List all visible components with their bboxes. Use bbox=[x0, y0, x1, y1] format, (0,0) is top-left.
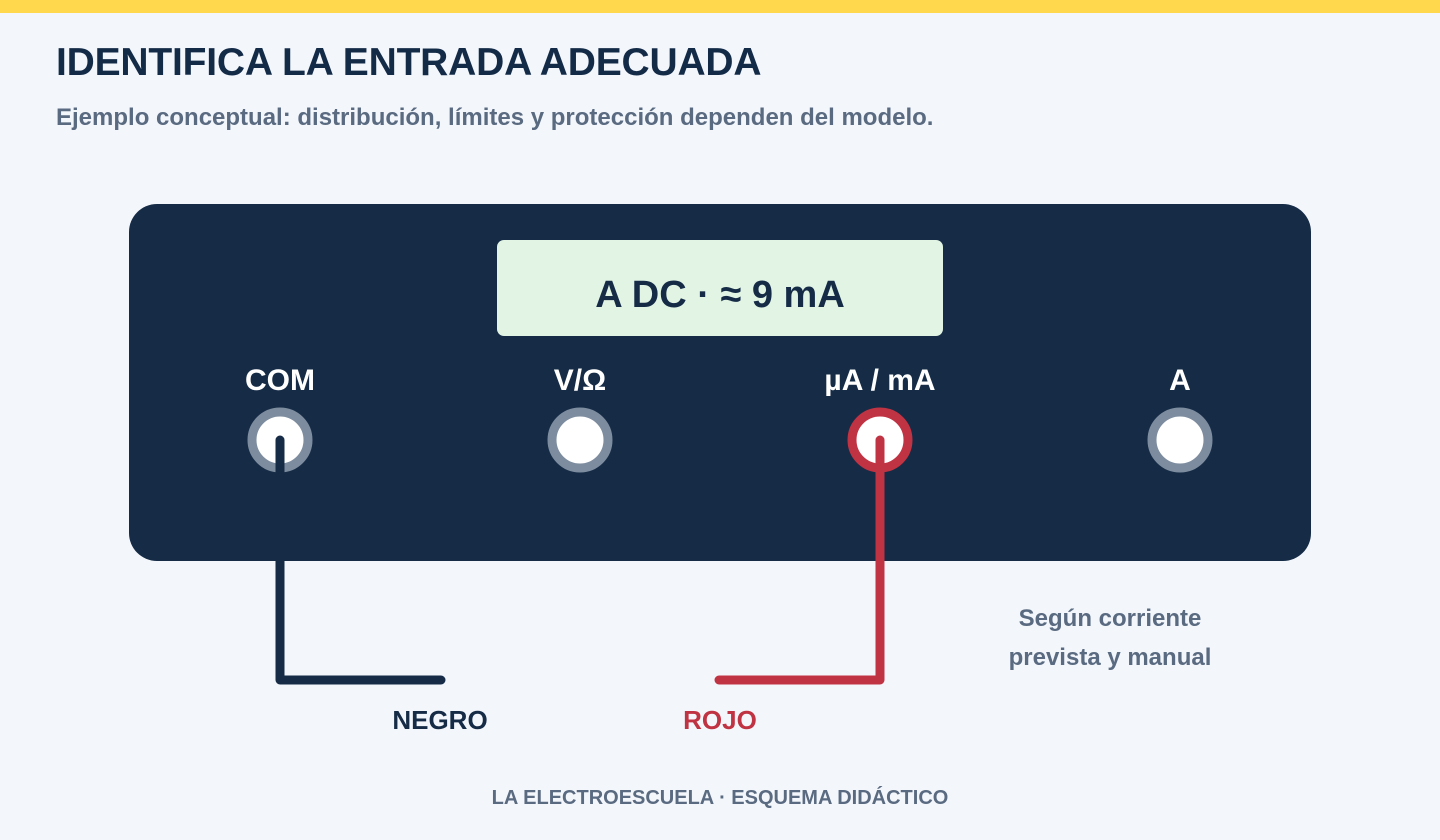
meter-body bbox=[129, 204, 1311, 561]
page-subtitle: Ejemplo conceptual: distribución, límite… bbox=[56, 104, 934, 131]
black-test-lead bbox=[275, 435, 446, 685]
meter-display bbox=[497, 240, 943, 336]
terminal-label-microamp-milliamp: µA / mA bbox=[824, 364, 935, 397]
terminal-voltage-ohm[interactable] bbox=[547, 407, 613, 473]
terminal-label-voltage-ohm: V/Ω bbox=[554, 364, 606, 397]
terminal-label-com: COM bbox=[245, 364, 315, 397]
terminal-amp[interactable] bbox=[1147, 407, 1213, 473]
terminal-label-amp: A bbox=[1169, 364, 1191, 397]
side-note-line-1: Según corriente bbox=[1019, 605, 1202, 632]
top-accent-bar bbox=[0, 0, 1440, 13]
footer-credit: LA ELECTROESCUELA · ESQUEMA DIDÁCTICO bbox=[492, 786, 949, 809]
red-lead-label: ROJO bbox=[683, 705, 757, 735]
page-title: IDENTIFICA LA ENTRADA ADECUADA bbox=[56, 41, 762, 84]
display-reading: A DC · ≈ 9 mA bbox=[595, 274, 845, 316]
side-note-line-2: prevista y manual bbox=[1009, 644, 1212, 671]
black-lead-label: NEGRO bbox=[392, 705, 487, 735]
red-test-lead bbox=[714, 435, 885, 685]
